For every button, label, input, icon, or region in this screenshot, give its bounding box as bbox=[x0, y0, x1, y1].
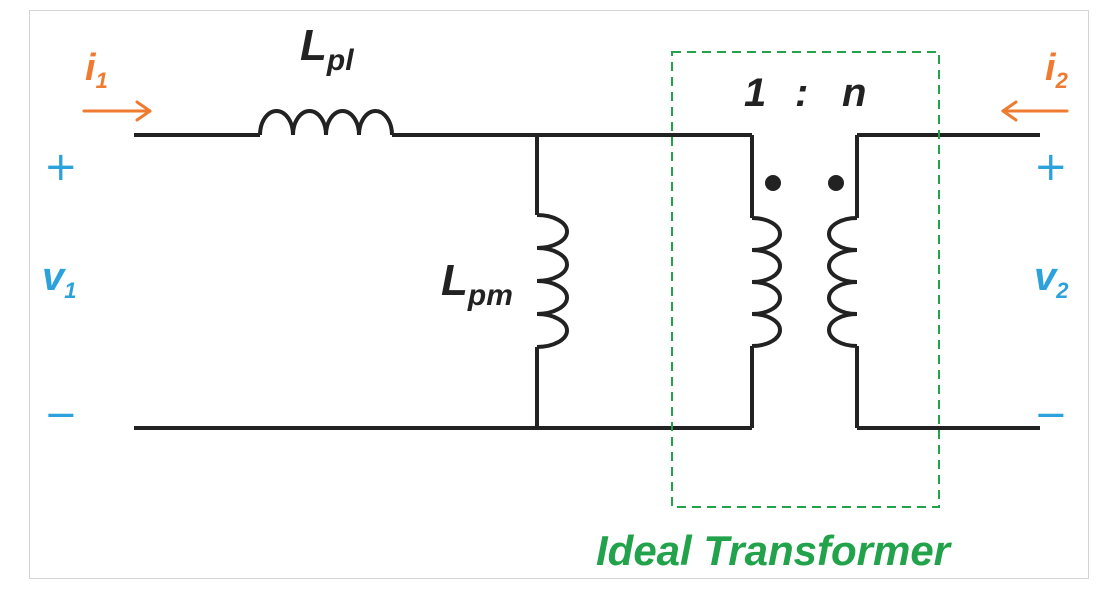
turns-ratio-separator: : bbox=[795, 71, 808, 115]
current-arrow-i2 bbox=[1001, 100, 1069, 122]
v1-minus-sign: − bbox=[44, 392, 78, 438]
v2-minus-sign: − bbox=[1034, 392, 1068, 438]
voltage-v1-subscript: 1 bbox=[64, 278, 76, 303]
v1-plus-sign: + bbox=[44, 144, 78, 190]
series-inductor-subscript: pl bbox=[326, 44, 354, 77]
shunt-inductor-label: Lpm bbox=[441, 256, 513, 312]
primary-winding-coil bbox=[751, 216, 782, 348]
voltage-v2-letter: v bbox=[1034, 255, 1059, 299]
v2-plus-sign: + bbox=[1034, 144, 1068, 190]
voltage-v2-subscript: 2 bbox=[1055, 278, 1069, 303]
shunt-inductor-subscript: pm bbox=[467, 279, 513, 312]
ideal-transformer-box bbox=[671, 51, 940, 508]
voltage-v1-letter: v bbox=[42, 255, 67, 299]
current-i2-label: i2 bbox=[1045, 47, 1069, 93]
shunt-inductor-letter: L bbox=[441, 256, 468, 305]
secondary-winding-coil bbox=[827, 216, 858, 348]
secondary-polarity-dot bbox=[828, 175, 844, 191]
ideal-transformer-caption: Ideal Transformer bbox=[596, 527, 953, 574]
primary-polarity-dot bbox=[765, 175, 781, 191]
current-i1-label: i1 bbox=[85, 47, 108, 93]
wires bbox=[134, 109, 1040, 430]
voltage-v1-label: v1 bbox=[42, 255, 77, 303]
shunt-inductor-coil bbox=[536, 213, 569, 349]
current-i2-subscript: 2 bbox=[1055, 68, 1069, 93]
diagram-frame bbox=[29, 10, 1089, 579]
current-i2-letter: i bbox=[1045, 47, 1057, 89]
turns-ratio-right: n bbox=[842, 71, 866, 115]
series-inductor-label: Lpl bbox=[300, 21, 354, 77]
turns-ratio-left: 1 bbox=[744, 71, 766, 115]
current-arrow-i1 bbox=[82, 100, 152, 122]
voltage-v2-label: v2 bbox=[1034, 255, 1069, 303]
series-inductor-coil bbox=[258, 109, 394, 136]
series-inductor-letter: L bbox=[300, 21, 327, 70]
current-i1-subscript: 1 bbox=[96, 68, 108, 93]
current-i1-letter: i bbox=[85, 47, 97, 89]
